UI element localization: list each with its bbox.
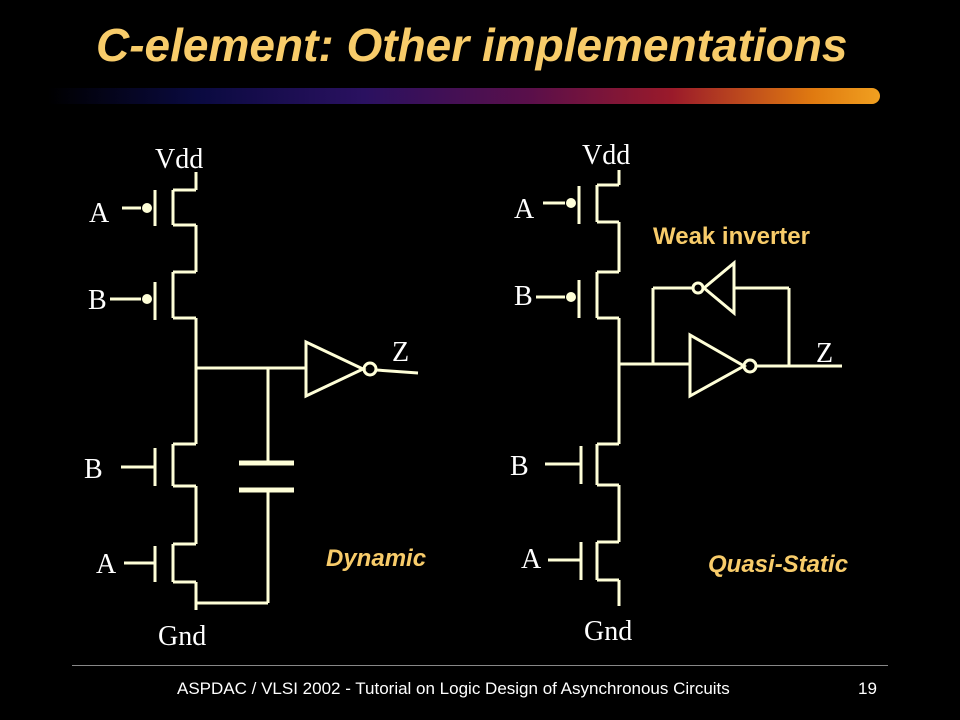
quasi-output-label: Z [816, 338, 833, 369]
dynamic-pmos-a [122, 172, 198, 272]
dynamic-output-node [196, 366, 306, 461]
dynamic-nmos-a-label: A [96, 549, 117, 580]
quasi-main-inverter [688, 332, 842, 399]
dynamic-nmos-b [121, 442, 198, 544]
page-number: 19 [858, 679, 877, 698]
title-gradient-bar [48, 88, 880, 104]
dynamic-output-label: Z [392, 337, 409, 368]
quasi-nmos-a [548, 540, 621, 606]
quasi-pmos-a-label: A [514, 194, 535, 225]
footer-divider [72, 665, 888, 666]
dynamic-nmos-b-label: B [84, 454, 103, 485]
quasi-pmos-b [536, 270, 621, 444]
quasi-pmos-b-label: B [514, 281, 533, 312]
dynamic-caption: Dynamic [326, 545, 426, 572]
dynamic-pmos-b [110, 270, 198, 444]
dynamic-capacitor [196, 460, 294, 605]
quasi-pmos-a [543, 170, 621, 272]
dynamic-nmos-a [124, 542, 198, 610]
footer-text: ASPDAC / VLSI 2002 - Tutorial on Logic D… [177, 679, 730, 698]
weak-inverter-label: Weak inverter [653, 223, 810, 250]
dynamic-pmos-a-label: A [89, 198, 110, 229]
dynamic-inverter [304, 339, 419, 399]
slide-title: C-element: Other implementations [96, 19, 848, 71]
quasi-nmos-b-label: B [510, 451, 529, 482]
quasi-weak-inverter [691, 259, 736, 317]
quasi-nmos-b [545, 442, 621, 542]
quasi-vdd-label: Vdd [582, 140, 630, 171]
quasi-static-circuit [536, 170, 842, 606]
dynamic-vdd-label: Vdd [155, 144, 203, 175]
quasi-static-caption: Quasi-Static [708, 551, 848, 578]
quasi-output-node [619, 286, 791, 366]
quasi-gnd-label: Gnd [584, 616, 632, 647]
quasi-nmos-a-label: A [521, 544, 542, 575]
dynamic-pmos-b-label: B [88, 285, 107, 316]
dynamic-gnd-label: Gnd [158, 621, 206, 652]
dynamic-circuit [110, 172, 419, 610]
